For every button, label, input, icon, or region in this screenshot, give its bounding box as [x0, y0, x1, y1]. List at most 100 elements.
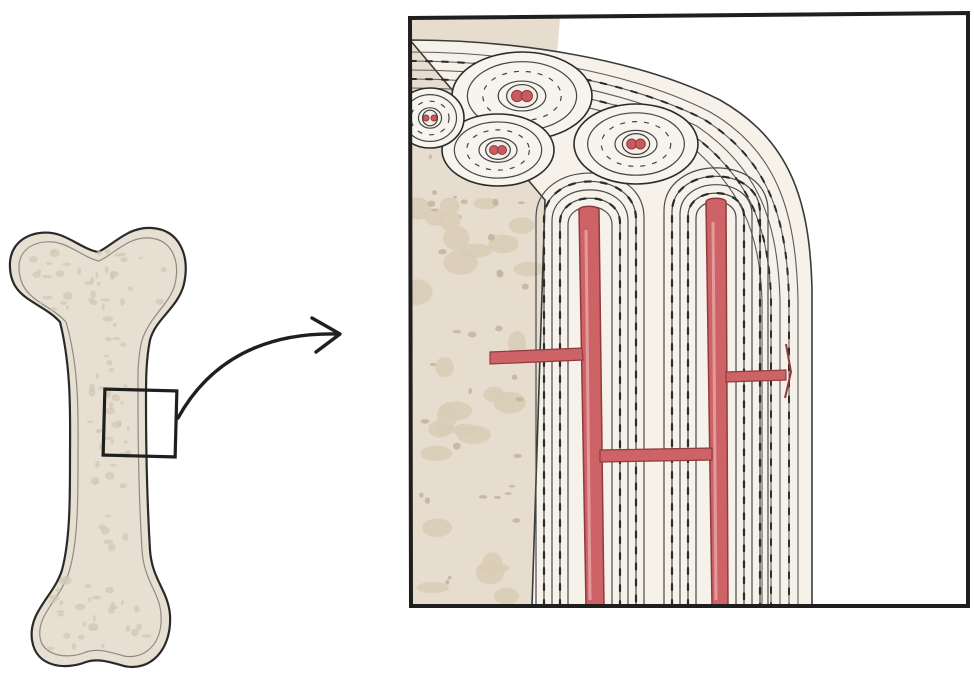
bone-spot	[92, 596, 101, 600]
bone-spot	[48, 600, 56, 603]
bone-spot	[134, 605, 140, 612]
spongy-spot	[420, 446, 452, 461]
spongy-spot	[494, 496, 501, 499]
bone-spot	[29, 256, 38, 263]
spongy-spot	[443, 226, 469, 250]
bone-spot	[120, 401, 124, 405]
bone-spot	[56, 610, 65, 613]
bone-spot	[59, 577, 68, 585]
osteon	[396, 88, 464, 148]
spongy-spot	[522, 284, 529, 290]
bone-spot	[92, 477, 100, 485]
bone-spot	[84, 584, 91, 588]
bone-spot	[103, 539, 113, 544]
bone-spot	[46, 647, 54, 651]
bone-spot	[88, 597, 91, 602]
bone-spot	[126, 450, 132, 454]
bone-outline	[10, 228, 186, 667]
bone-spot	[83, 622, 87, 627]
spongy-spot	[400, 279, 433, 305]
bone-spot	[105, 249, 111, 254]
spongy-spot	[422, 519, 452, 538]
spongy-spot	[494, 588, 519, 605]
bone-spot	[58, 613, 64, 617]
bone-spot	[117, 420, 122, 426]
bone-spot	[103, 355, 109, 358]
spongy-spot	[430, 363, 436, 366]
bone-spot	[120, 257, 127, 262]
spongy-spot	[431, 209, 438, 211]
bone-spot	[128, 286, 133, 291]
spongy-spot	[483, 387, 504, 403]
bone-spot	[109, 368, 115, 372]
bone-spot	[87, 421, 94, 423]
bone-spot	[110, 464, 117, 467]
bone-spot	[119, 483, 126, 489]
bone-spot	[120, 342, 126, 347]
bone-spot	[95, 461, 100, 468]
spongy-spot	[432, 190, 437, 195]
spongy-spot	[421, 419, 430, 423]
bone-spot	[160, 267, 167, 272]
bone-spot	[155, 299, 164, 305]
bone-spot	[95, 271, 98, 278]
spongy-spot	[495, 326, 502, 332]
bone-spot	[56, 588, 60, 592]
bone-spot	[72, 643, 77, 650]
bone-spot	[93, 615, 96, 622]
spongy-spot	[461, 199, 468, 204]
bone-spot	[136, 624, 142, 631]
spongy-spot	[468, 331, 477, 337]
bone-spot	[110, 439, 114, 444]
spongy-spot	[437, 422, 454, 435]
spongy-spot	[492, 199, 498, 206]
curved-arrow-icon	[178, 318, 340, 418]
bone-spot	[56, 270, 64, 277]
spongy-spot	[476, 561, 505, 584]
bone-spot	[51, 307, 58, 311]
spongy-spot	[419, 493, 423, 498]
vessel-branch-right	[726, 370, 786, 382]
bone-spot	[88, 628, 97, 631]
bone-spot	[66, 305, 69, 310]
bone-spot	[63, 633, 71, 639]
spongy-spot	[453, 443, 461, 450]
bone-spot	[127, 426, 130, 431]
spongy-spot	[429, 154, 432, 159]
bone-spot	[85, 281, 93, 285]
bone-spot	[105, 337, 112, 341]
bone-spot	[105, 587, 113, 594]
bone-spot	[141, 634, 151, 638]
bone-spot	[101, 527, 110, 535]
bone-spot	[97, 282, 101, 286]
bone-spot	[52, 595, 59, 601]
spongy-spot	[512, 518, 520, 523]
spongy-spot	[425, 497, 430, 504]
spongy-spot	[445, 580, 449, 585]
spongy-spot	[512, 375, 518, 380]
magnify-frame-icon	[396, 10, 974, 610]
spongy-spot	[416, 582, 449, 593]
bone-spot	[46, 262, 53, 265]
bone-spot	[97, 250, 102, 255]
bone-spot	[42, 296, 52, 300]
osteon	[574, 104, 698, 184]
bone-spot	[104, 266, 108, 273]
bone-spot	[108, 606, 118, 609]
spongy-spot	[518, 201, 525, 204]
bone-spot	[90, 290, 96, 298]
bone-spot	[120, 298, 125, 305]
bone-spot	[39, 301, 43, 304]
bone-spot	[105, 515, 112, 518]
spongy-spot	[496, 269, 502, 276]
spongy-spot	[509, 217, 535, 234]
spongy-spot	[509, 485, 516, 488]
bone-spot	[37, 269, 42, 273]
bone-spot	[100, 298, 110, 301]
bone-spot	[78, 634, 85, 639]
bone-spot	[77, 267, 81, 275]
bone-spot	[105, 472, 114, 480]
bone-spot	[122, 533, 128, 541]
bone-spot	[62, 263, 71, 266]
